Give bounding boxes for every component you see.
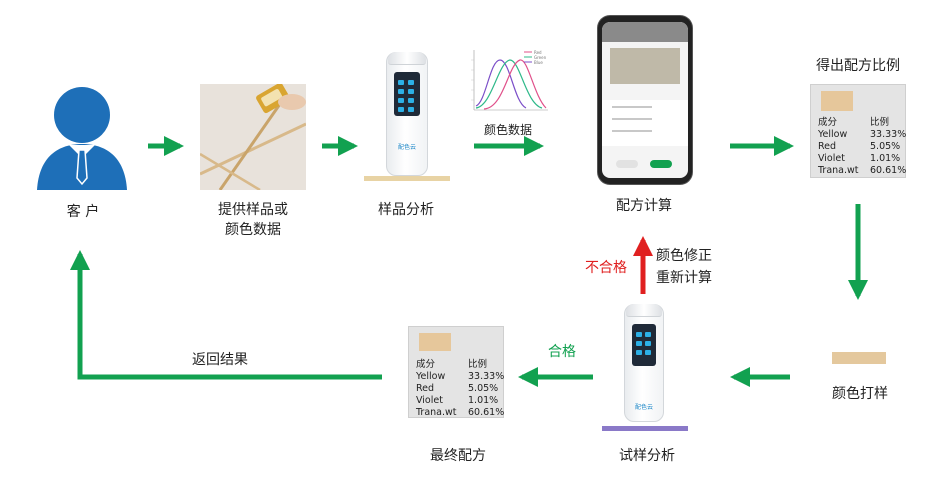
colorimeter-device: 配色云 [386,52,428,176]
ingredient: Trana.wt [416,407,468,419]
ingredient: Violet [416,395,468,407]
ratio: 1.01% [870,153,916,165]
sample-analysis-label: 样品分析 [366,200,446,220]
ratio: 60.61% [870,165,916,177]
ratio: 60.61% [468,407,514,419]
ingredient: Yellow [416,371,468,383]
sample-base [364,176,450,181]
provide-label-line2: 颜色数据 [200,220,306,240]
get-ratio-label: 得出配方比例 [802,56,914,76]
test-analysis-label: 试样分析 [612,446,682,466]
ingredient: Trana.wt [818,165,870,177]
col-ingredient: 成分 [416,359,468,371]
ingredient: Red [416,383,468,395]
color-data-label: 颜色数据 [470,120,546,140]
device-logo: 配色云 [624,402,664,411]
test-colorimeter-device: 配色云 [624,304,664,422]
fix-label-line2: 重新计算 [656,268,726,288]
return-result-label: 返回结果 [180,350,260,370]
ratio: 33.33% [468,371,514,383]
color-sample-label: 颜色打样 [820,384,900,404]
customer-person-icon [33,84,131,192]
legend-blue: Blue [534,60,543,65]
sample-photo [200,84,306,190]
color-sample-strip [832,352,886,364]
ingredient: Violet [818,153,870,165]
spectrum-curve-chart: Red Green Blue [464,46,554,118]
ratio: 33.33% [870,129,916,141]
phone [598,16,692,184]
fail-label: 不合格 [578,258,634,278]
ratio: 5.05% [870,141,916,153]
pass-label: 合格 [542,342,582,362]
device-logo: 配色云 [386,142,428,151]
ratio: 1.01% [468,395,514,407]
customer-label: 客 户 [50,202,116,222]
col-ratio: 比例 [870,117,916,129]
ingredient: Yellow [818,129,870,141]
ratio: 5.05% [468,383,514,395]
formula-calc-label: 配方计算 [604,196,684,216]
col-ratio: 比例 [468,359,514,371]
ingredient: Red [818,141,870,153]
provide-label-line1: 提供样品或 [200,200,306,220]
final-formula-label: 最终配方 [418,446,498,466]
color-swatch [821,91,853,111]
test-base [602,426,688,431]
col-ingredient: 成分 [818,117,870,129]
fix-label-line1: 颜色修正 [656,246,726,266]
color-swatch [419,333,451,351]
